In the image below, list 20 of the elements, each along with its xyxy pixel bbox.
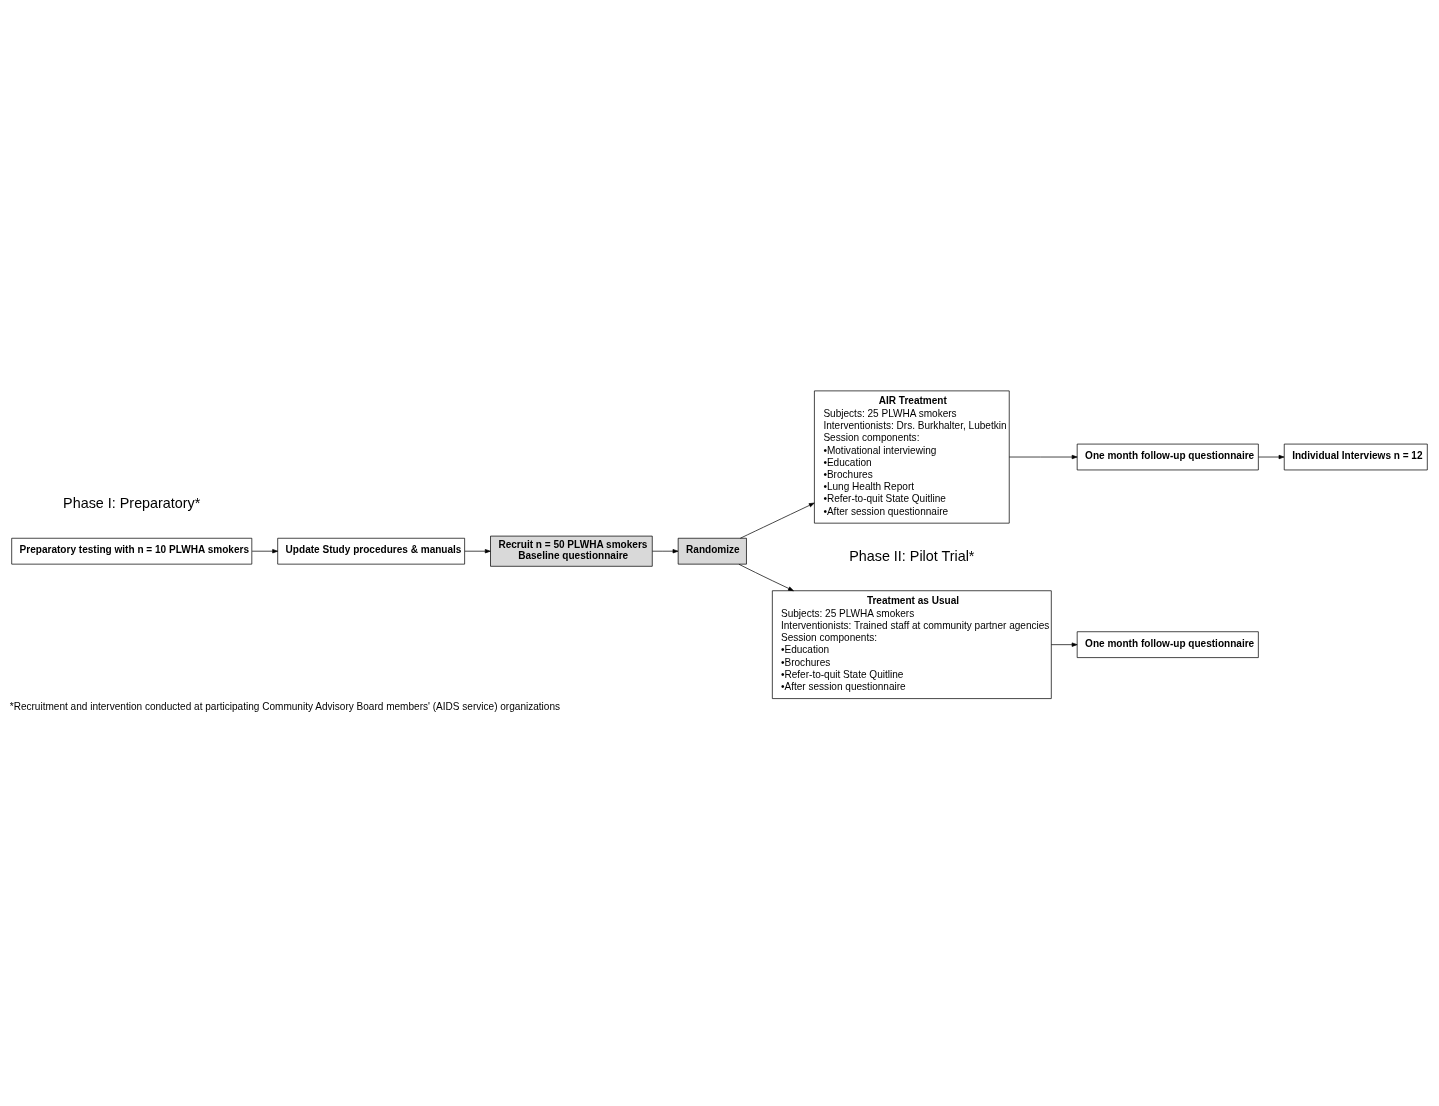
arrow (652, 549, 679, 554)
node-box: Individual Interviews n = 12 (1283, 443, 1428, 471)
node-box: Treatment as Usual Subjects: 25 PLWHA smokers Interventionists: Trained staff at community partner agencies Session components: •Education •Brochures •Refer-to-quit State Quitline •After session questionnaire (772, 590, 1052, 699)
arrow (740, 502, 815, 539)
node-box: Randomize (677, 537, 747, 565)
arrow (1051, 642, 1078, 647)
label: Phase II: Pilot Trial* (849, 547, 975, 564)
label: Phase I: Preparatory* (63, 495, 201, 512)
arrow (738, 563, 794, 592)
arrow (251, 549, 279, 554)
arrow (1008, 454, 1078, 460)
node-box: Preparatory testing with n = 10 PLWHA smokers (11, 537, 253, 565)
node-box: One month follow-up questionnaire (1076, 631, 1259, 658)
arrow (464, 549, 491, 554)
node-box: One month follow-up questionnaire (1076, 443, 1259, 471)
node-box: AIR Treatment Subjects: 25 PLWHA smokers Interventionists: Drs. Burkhalter, Lubetkin Session components: •Motivational interviewing •Education •Brochures •Lung Health Report •Refer-to-quit State Quitline •After session questionnaire (814, 390, 1010, 524)
caption: *Recruitment and intervention conducted at participating Community Advisory Board members' (AIDS service) organizations (9, 700, 561, 712)
arrow (1258, 454, 1285, 460)
node-box: Update Study procedures & manuals (277, 537, 465, 565)
node-box: Recruit n = 50 PLWHA smokers Baseline questionnaire (490, 535, 653, 567)
